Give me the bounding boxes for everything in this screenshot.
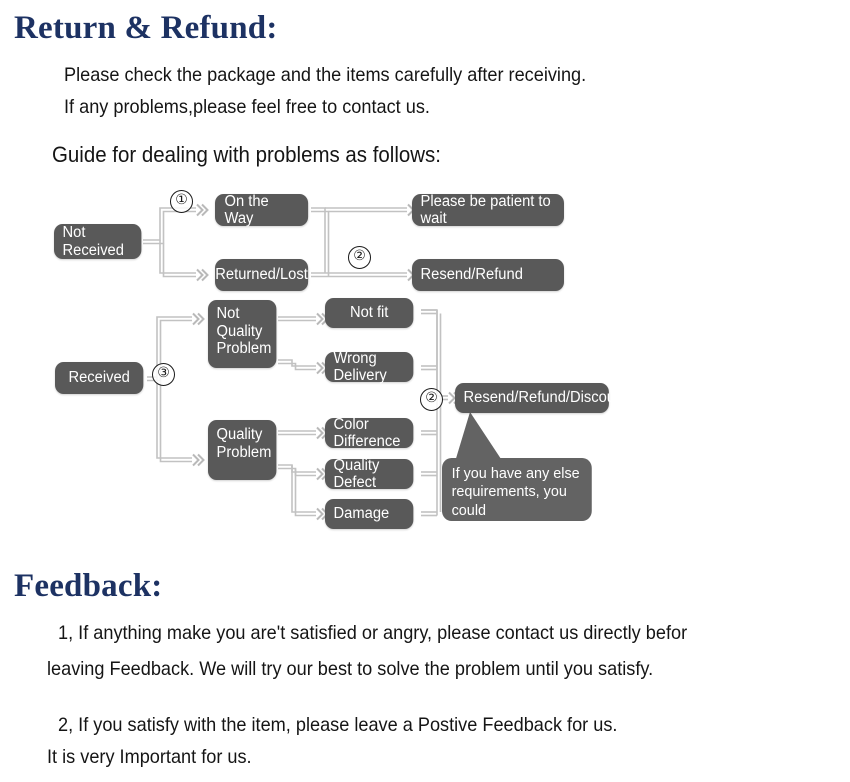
node-quality-defect[interactable]: Quality Defect <box>325 457 414 491</box>
flowchart: Not Received On the Way Returned/Lost Pl… <box>0 180 850 550</box>
return-text-line-1: Please check the package and the items c… <box>64 64 587 86</box>
marker-1: ① <box>170 190 193 213</box>
node-not-quality-problem[interactable]: Not Quality Problem <box>208 300 277 368</box>
node-color-difference[interactable]: Color Difference <box>325 416 414 450</box>
node-resend-refund[interactable]: Resend/Refund <box>412 259 564 291</box>
marker-2-top: ② <box>348 246 371 269</box>
node-wrong-delivery[interactable]: Wrong Delivery <box>325 350 414 384</box>
node-resend-refund-discount[interactable]: Resend/Refund/Discount <box>455 383 627 413</box>
feedback-line-1: 1, If anything make you are't satisfied … <box>58 622 688 644</box>
node-on-the-way[interactable]: On the Way <box>215 193 309 227</box>
node-not-received[interactable]: Not Received <box>54 224 142 259</box>
node-quality-problem[interactable]: Quality Problem <box>208 420 277 480</box>
node-please-be-patient[interactable]: Please be patient to wait <box>412 193 564 227</box>
node-damage[interactable]: Damage <box>325 499 414 529</box>
node-returned-lost[interactable]: Returned/Lost <box>215 259 309 291</box>
guide-line: Guide for dealing with problems as follo… <box>52 142 441 167</box>
node-not-fit[interactable]: Not fit <box>325 298 414 328</box>
info-bubble: If you have any else requirements, you c… <box>442 458 592 537</box>
feedback-line-2: leaving Feedback. We will try our best t… <box>47 658 654 680</box>
feedback-line-4: It is very Important for us. <box>47 746 252 768</box>
marker-2-bottom: ② <box>420 388 443 411</box>
feedback-heading: Feedback: <box>14 568 163 604</box>
return-text-line-2: If any problems,please feel free to cont… <box>64 96 430 118</box>
node-received[interactable]: Received <box>55 362 144 394</box>
marker-3: ③ <box>152 363 175 386</box>
return-refund-heading: Return & Refund: <box>14 10 278 46</box>
feedback-line-3: 2, If you satisfy with the item, please … <box>58 714 618 736</box>
